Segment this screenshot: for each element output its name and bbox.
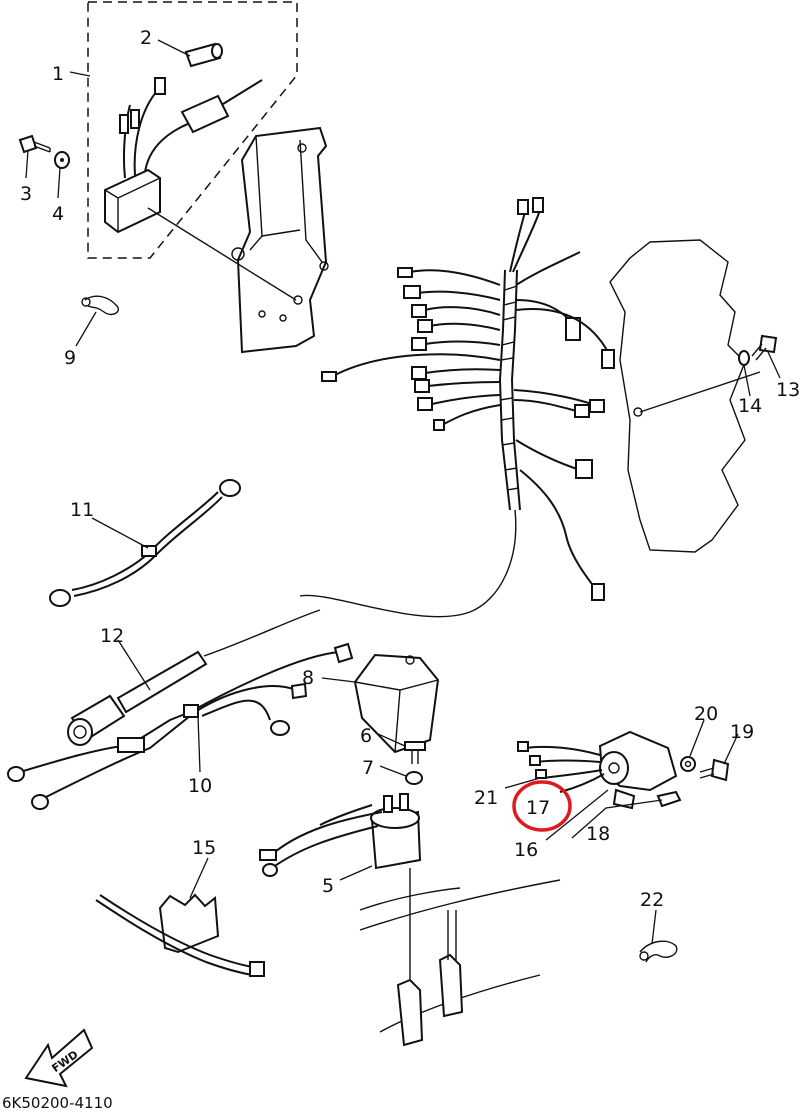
callout-21: 21 — [474, 787, 498, 809]
callout-4: 4 — [52, 203, 64, 225]
part-20-nut[interactable] — [680, 756, 696, 772]
part-1-regulator-group[interactable] — [87, 1, 298, 259]
part-11-lead-wire[interactable] — [49, 479, 241, 607]
engine-block — [609, 239, 761, 553]
callout-14: 14 — [738, 395, 762, 417]
part-13-bolt[interactable] — [751, 334, 778, 361]
part-5-starter-relay[interactable] — [259, 793, 422, 980]
callout-8: 8 — [302, 667, 314, 689]
part-2-fuse[interactable] — [184, 42, 223, 68]
callout-labels: 1 2 3 4 9 11 12 10 8 6 7 5 15 14 13 21 1… — [20, 27, 800, 911]
part-8-cover[interactable] — [353, 653, 440, 754]
callout-7: 7 — [362, 757, 374, 779]
part-15-holder[interactable] — [95, 893, 265, 977]
callout-9: 9 — [64, 347, 76, 369]
callout-6: 6 — [360, 725, 372, 747]
mounting-panel — [359, 879, 561, 1047]
callout-5: 5 — [322, 875, 334, 897]
callout-20: 20 — [694, 703, 718, 725]
callout-11: 11 — [70, 499, 94, 521]
callout-16: 16 — [514, 839, 538, 861]
callout-22: 22 — [640, 889, 664, 911]
callout-13: 13 — [776, 379, 800, 401]
callout-19: 19 — [730, 721, 754, 743]
diagram-code: 6K50200-4110 — [2, 1094, 113, 1112]
callout-17: 17 — [526, 797, 550, 819]
forward-direction-arrow: FWD — [24, 1028, 94, 1088]
callout-1: 1 — [52, 63, 64, 85]
part-9-clamp[interactable] — [81, 295, 119, 316]
highlight-circle — [512, 780, 572, 832]
callout-3: 3 — [20, 183, 32, 205]
part-6-bolt[interactable] — [404, 741, 426, 764]
part-12-cable[interactable] — [67, 609, 321, 746]
part-3-bolt[interactable] — [18, 134, 51, 154]
part-21-connector[interactable] — [535, 769, 547, 779]
callout-15: 15 — [192, 837, 216, 859]
callout-12: 12 — [100, 625, 124, 647]
part-19-bolt[interactable] — [699, 758, 730, 782]
callout-2: 2 — [140, 27, 152, 49]
callout-10: 10 — [188, 775, 212, 797]
part-16-sensor-assembly[interactable] — [517, 730, 678, 810]
part-10-wire-leads[interactable] — [7, 642, 354, 810]
part-18-screw[interactable] — [656, 790, 682, 808]
wiring-harness[interactable] — [299, 197, 615, 618]
part-22-clip[interactable] — [639, 940, 678, 963]
part-4-washer[interactable] — [54, 151, 70, 169]
mounting-bracket — [147, 126, 329, 354]
callout-18: 18 — [586, 823, 610, 845]
part-14-washer[interactable] — [738, 350, 750, 366]
leader-lines — [25, 39, 781, 945]
part-7-washer[interactable] — [405, 771, 423, 785]
